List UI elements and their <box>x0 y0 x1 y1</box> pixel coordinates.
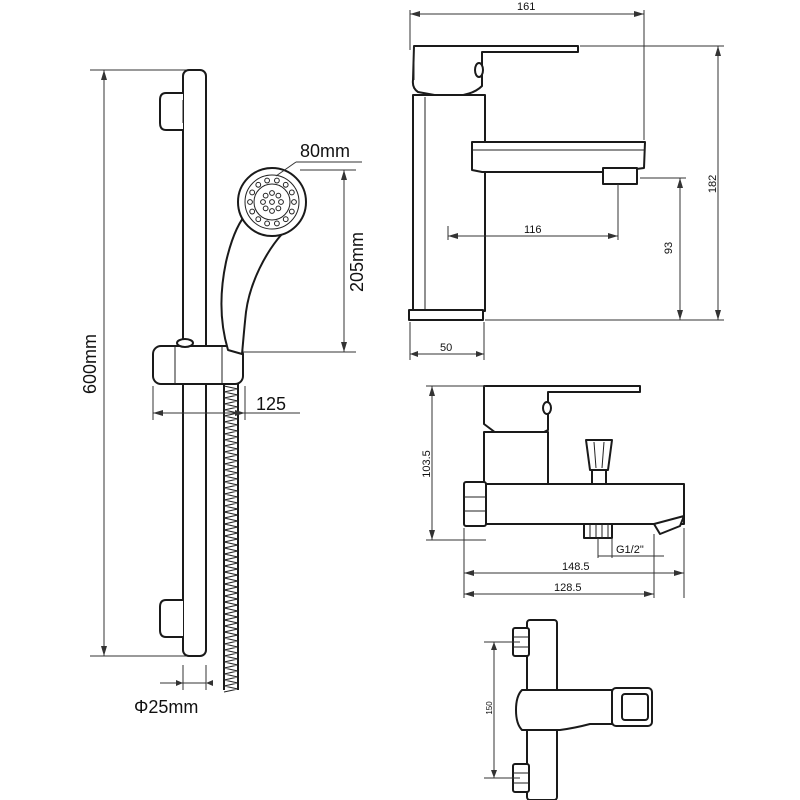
top-wall-bracket <box>159 92 183 131</box>
thread-label: G1/2" <box>616 544 644 556</box>
projection-label: 125 <box>256 394 286 414</box>
head-diameter-label: 80mm <box>300 141 350 161</box>
projection-dimension: 125 <box>152 386 300 420</box>
nozzle <box>282 181 289 188</box>
nozzle <box>275 205 282 212</box>
diverter-knob <box>585 439 613 485</box>
hand-shower <box>220 167 307 355</box>
nozzle <box>288 189 295 196</box>
wall-mixer-height-label: 150 <box>485 701 494 715</box>
head-height-dimension: 205mm <box>244 169 367 353</box>
bath-inlet-nut <box>463 481 487 527</box>
nozzle <box>260 199 266 205</box>
nozzle <box>247 199 253 205</box>
spout-reach-label: 116 <box>524 224 542 236</box>
bath-width-overall-label: 148.5 <box>562 561 590 573</box>
nozzle <box>278 199 284 205</box>
nozzle <box>249 189 256 196</box>
bath-lever <box>483 385 641 439</box>
pipe-diameter-label: Φ25mm <box>134 697 198 717</box>
nozzle <box>282 216 289 223</box>
nozzle <box>275 192 282 199</box>
basin-width-label: 161 <box>517 1 535 13</box>
rail-length-label: 600mm <box>80 334 100 394</box>
nozzle <box>255 181 262 188</box>
nozzle <box>264 177 271 184</box>
bath-width-body-label: 128.5 <box>554 582 582 594</box>
wall-mixer-lever <box>515 689 613 731</box>
shower-rail-set: 600mm 80mm <box>80 69 367 717</box>
nozzle <box>273 220 280 227</box>
basin-body <box>412 94 486 312</box>
base-width-label: 50 <box>440 342 452 354</box>
nozzle <box>249 208 256 215</box>
wall-mixer: 150 <box>484 619 653 800</box>
head-height-label: 205mm <box>347 232 367 292</box>
rail-length-dimension: 600mm <box>80 69 190 657</box>
shower-hose <box>223 384 239 693</box>
nozzle <box>269 199 275 205</box>
nozzle <box>269 190 275 196</box>
bath-mixer: G1/2" 103.5 148.5 128.5 <box>421 385 685 598</box>
nozzle <box>269 208 275 214</box>
basin-lever <box>411 45 579 98</box>
basin-height-label: 182 <box>707 175 719 193</box>
nozzle <box>262 205 269 212</box>
bottom-wall-bracket <box>159 599 183 638</box>
slider-clamp <box>152 345 244 385</box>
basin-mixer: 161 182 93 116 <box>408 1 724 360</box>
nozzle <box>273 177 280 184</box>
nozzle <box>288 208 295 215</box>
pipe-diameter-dimension: Φ25mm <box>134 665 213 717</box>
bath-height-label: 103.5 <box>421 450 433 478</box>
nozzle <box>255 216 262 223</box>
head-diameter-annotation: 80mm <box>275 141 362 177</box>
nozzle <box>262 192 269 199</box>
nozzle <box>264 220 271 227</box>
nozzle <box>291 199 297 205</box>
spout-height-label: 93 <box>663 242 675 254</box>
